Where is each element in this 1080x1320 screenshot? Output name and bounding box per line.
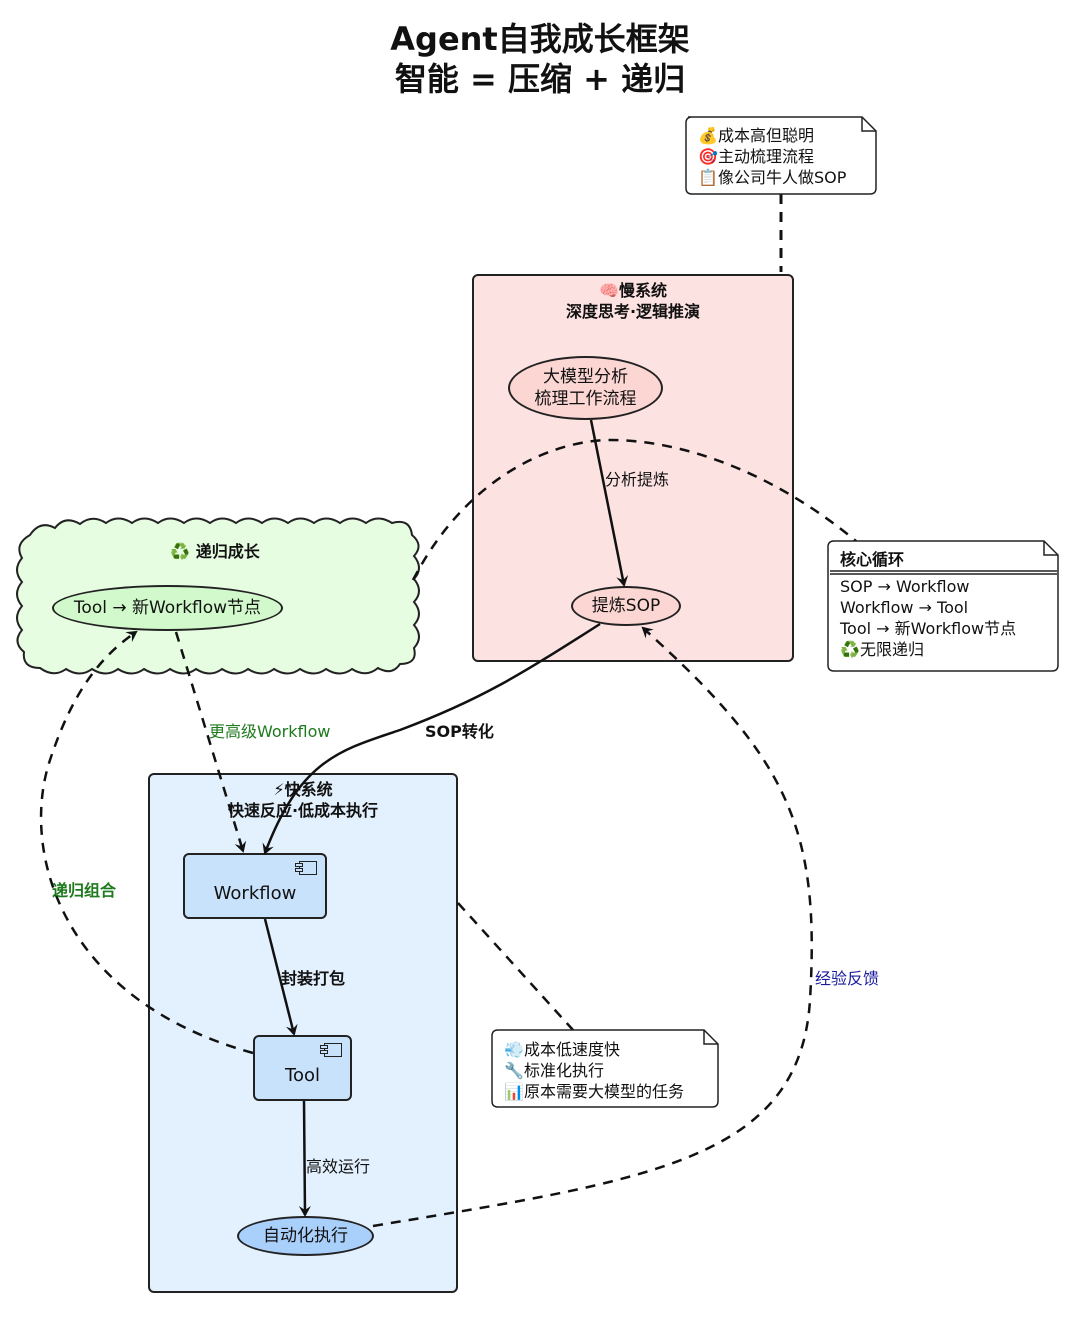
edge-label-recursive-combine: 递归组合: [52, 881, 117, 900]
edge-label-analyze-extract: 分析提炼: [605, 470, 670, 489]
new-workflow-node[interactable]: Tool → 新Workflow节点: [52, 585, 283, 631]
slow-note-fold: [861, 117, 876, 132]
edge-efficient-run: [298, 1100, 311, 1217]
edge-label-efficient-run: 高效运行: [306, 1157, 371, 1176]
extract-sop-label: 提炼SOP: [591, 596, 661, 616]
growth-region-title: ♻️ 递归成长: [170, 542, 260, 561]
core-loop-note: 核心循环 SOP → Workflow Workflow → Tool Tool…: [830, 544, 1026, 665]
tool-component[interactable]: Tool: [253, 1035, 352, 1101]
llm-analysis-line1: 大模型分析: [543, 367, 628, 387]
core-loop-arc: [411, 438, 857, 581]
slow-system-title: 🧠慢系统: [599, 281, 667, 300]
slow-system-subtitle: 深度思考·逻辑推演: [565, 302, 701, 321]
edge-label-package: 封装打包: [281, 969, 346, 988]
bar-chart-icon: 📊: [504, 1082, 524, 1101]
brain-icon: 🧠: [599, 281, 619, 300]
edge-label-sop-convert: SOP转化: [425, 722, 494, 741]
clipboard-icon: 📋: [698, 168, 718, 187]
note-line: 🔧标准化执行: [504, 1061, 605, 1080]
edge-sop-convert: [262, 622, 601, 855]
edge-package: [263, 918, 298, 1036]
note-line: 📋像公司牛人做SOP: [698, 168, 847, 187]
core-loop-header: 核心循环: [840, 550, 905, 569]
note-line: 💨成本低速度快: [504, 1040, 621, 1059]
fast-system-subtitle: 快速反应·低成本执行: [227, 801, 379, 820]
note-line: SOP → Workflow: [840, 577, 970, 596]
recycle-icon: ♻️: [840, 640, 860, 659]
wrench-icon: 🔧: [504, 1061, 524, 1080]
tool-label: Tool: [285, 1064, 320, 1086]
diagram-title: Agent自我成长框架: [390, 20, 690, 58]
money-bag-icon: 💰: [698, 126, 718, 145]
workflow-component[interactable]: Workflow: [183, 853, 327, 919]
diagram-subtitle: 智能 = 压缩 + 递归: [394, 60, 686, 98]
edge-label-higher-workflow: 更高级Workflow: [209, 722, 331, 741]
edge-analyze-extract: [589, 419, 629, 587]
note-line: Tool → 新Workflow节点: [840, 619, 1017, 638]
llm-analysis-line2: 梳理工作流程: [534, 389, 637, 409]
wind-icon: 💨: [504, 1040, 524, 1059]
component-icon: [295, 861, 317, 875]
llm-analysis-node[interactable]: 大模型分析 梳理工作流程: [508, 356, 663, 420]
fast-note-shape: [491, 1029, 719, 1108]
workflow-label: Workflow: [213, 882, 297, 904]
auto-exec-node[interactable]: 自动化执行: [237, 1216, 374, 1256]
edge-recursive-combine: [39, 630, 254, 1055]
note-line: 🎯主动梳理流程: [698, 147, 815, 166]
core-loop-note-fold: [1043, 541, 1058, 556]
lightning-icon: ⚡: [273, 780, 285, 799]
edge-label-experience-feedback: 经验反馈: [815, 969, 880, 988]
auto-exec-label: 自动化执行: [263, 1226, 348, 1246]
slow-note-shape: [685, 116, 877, 195]
note-line: ♻️无限递归: [840, 640, 925, 659]
component-icon: [320, 1043, 342, 1057]
target-icon: 🎯: [698, 147, 718, 166]
note-line: 📊原本需要大模型的任务: [504, 1082, 685, 1101]
fast-system-title: ⚡快系统: [273, 780, 333, 799]
new-workflow-node-label: Tool → 新Workflow节点: [73, 598, 262, 618]
note-line: Workflow → Tool: [840, 598, 969, 617]
fast-note-fold: [703, 1030, 718, 1045]
fast-system-note: 💨成本低速度快 🔧标准化执行 📊原本需要大模型的任务: [494, 1034, 694, 1107]
edge-higher-workflow: [174, 631, 247, 853]
slow-system-note: 💰成本高但聪明 🎯主动梳理流程 📋像公司牛人做SOP: [688, 120, 856, 193]
note-line: 💰成本高但聪明: [698, 126, 815, 145]
edge-experience-feedback: [372, 626, 813, 1228]
extract-sop-node[interactable]: 提炼SOP: [571, 586, 681, 626]
recycle-icon: ♻️: [170, 542, 191, 561]
